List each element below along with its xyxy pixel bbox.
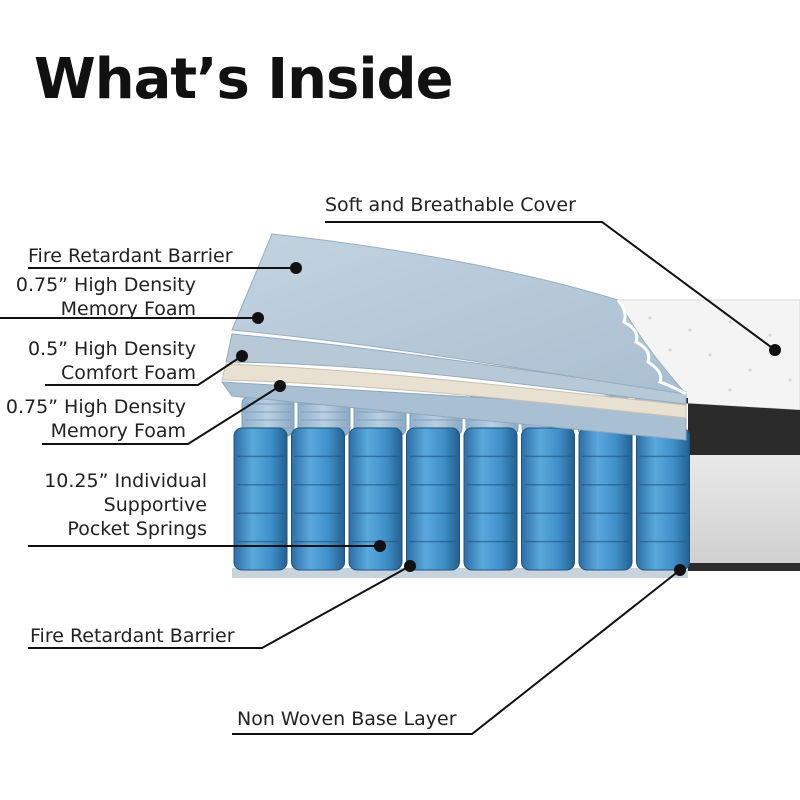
dot-fire-top — [290, 262, 302, 274]
base-layer-slab — [232, 568, 688, 578]
dot-memory-top — [252, 312, 264, 324]
dot-base — [674, 564, 686, 576]
fire-retardant-top-sheet — [231, 233, 688, 395]
label-memory-top: 0.75” High Density Memory Foam — [0, 273, 196, 321]
label-springs: 10.25” Individual Supportive Pocket Spri… — [0, 469, 207, 541]
pocket-spring-5 — [463, 427, 518, 571]
pocket-spring-3 — [348, 427, 403, 571]
label-springs-line2: Supportive — [103, 494, 207, 516]
pocket-springs-row — [233, 427, 690, 571]
label-springs-line3: Pocket Springs — [67, 518, 207, 540]
foam-layers — [220, 233, 688, 441]
label-memory-top-line1: 0.75” High Density — [15, 274, 196, 296]
dot-fire-bottom — [404, 560, 416, 572]
pocket-spring-8 — [636, 427, 690, 571]
label-memory-bottom-line2: Memory Foam — [50, 420, 186, 442]
label-springs-line1: 10.25” Individual — [44, 470, 207, 492]
back-spring-1 — [241, 395, 295, 437]
label-comfort-line1: 0.5” High Density — [27, 338, 196, 360]
label-memory-top-line2: Memory Foam — [60, 298, 196, 320]
dot-memory-bottom — [274, 380, 286, 392]
label-comfort-line2: Comfort Foam — [60, 362, 196, 384]
top-memory-foam-layer — [225, 333, 687, 405]
label-fire-bottom: Fire Retardant Barrier — [30, 625, 235, 647]
label-fire-top: Fire Retardant Barrier — [28, 245, 233, 267]
label-base: Non Woven Base Layer — [237, 708, 457, 730]
dot-springs — [374, 540, 386, 552]
pocket-spring-1 — [233, 427, 288, 571]
pocket-spring-7 — [578, 427, 633, 571]
page-title: What’s Inside — [34, 47, 454, 112]
label-memory-bottom-line1: 0.75” High Density — [5, 396, 186, 418]
comfort-foam-layer — [221, 363, 687, 419]
label-memory-bottom: 0.75” High Density Memory Foam — [0, 395, 186, 443]
label-comfort: 0.5” High Density Comfort Foam — [0, 337, 196, 385]
dot-cover — [769, 344, 781, 356]
cover-quilting — [648, 316, 792, 392]
dot-comfort — [236, 350, 248, 362]
label-cover: Soft and Breathable Cover — [325, 194, 576, 216]
pocket-spring-4 — [406, 427, 460, 571]
pocket-spring-2 — [291, 427, 345, 571]
callout-dots — [236, 262, 781, 576]
leader-lines — [0, 221, 776, 735]
pocket-spring-6 — [521, 427, 575, 571]
